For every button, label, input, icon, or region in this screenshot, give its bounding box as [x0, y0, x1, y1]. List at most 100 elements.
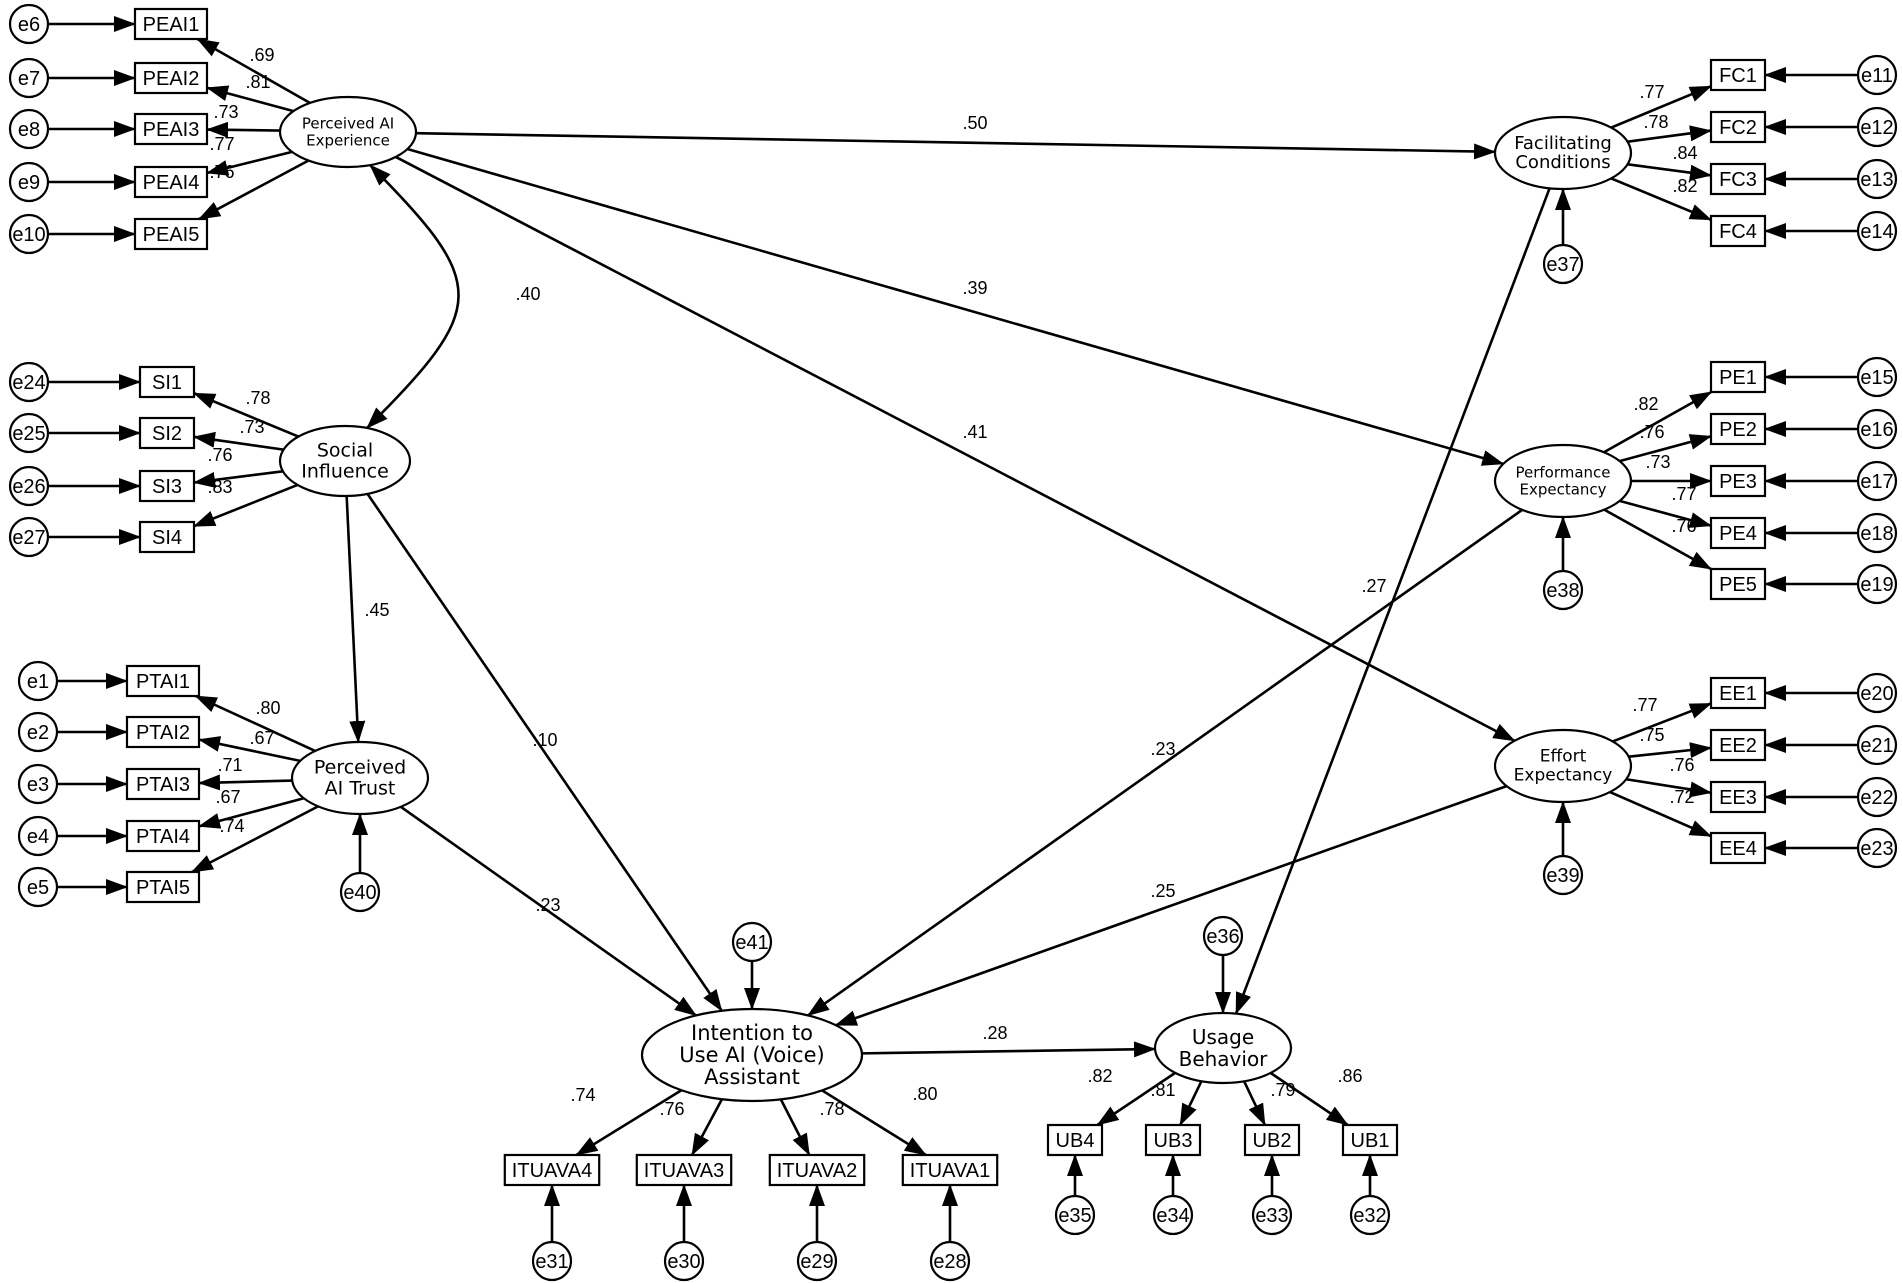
indicator-pe1-label: PE1: [1719, 367, 1757, 389]
error-e19-label: e19: [1860, 574, 1893, 596]
error-e27-circle: [8, 516, 50, 558]
error-e41-circle: [731, 921, 773, 963]
indicator-ituava4-box: [503, 1153, 601, 1187]
error-e6-circle: [8, 3, 50, 45]
latent-peai-line-2: Experience: [306, 132, 390, 150]
loading-si3: .76: [207, 445, 232, 465]
loading-ee3: .76: [1669, 755, 1694, 775]
path-ptai-to-itu-weight: .23: [535, 895, 560, 915]
error-e38-circle: [1542, 569, 1584, 611]
error-e6-label: e6: [18, 14, 40, 36]
error-e32-circle: [1349, 1194, 1391, 1236]
path-pe-to-itu-weight: .23: [1150, 739, 1175, 759]
loading-arrow-peai1: [196, 37, 311, 105]
error-e2-circle: [17, 711, 59, 753]
error-e20-circle: [1856, 672, 1898, 714]
indicator-ee1-box: [1709, 676, 1767, 710]
indicator-peai5-label: PEAI5: [143, 224, 200, 246]
path-si-to-ptai-weight: .45: [364, 600, 389, 620]
latent-itu-ellipse: [640, 1007, 864, 1103]
error-e14-circle: [1856, 210, 1898, 252]
indicator-fc2-label: FC2: [1719, 117, 1757, 139]
loading-arrow-ituava3: [690, 1098, 724, 1156]
latent-ptai-line-1: Perceived: [314, 757, 406, 779]
indicator-ituava4-label: ITUAVA4: [512, 1160, 592, 1182]
loading-peai5: .76: [209, 162, 234, 182]
error-e30-circle: [663, 1240, 705, 1282]
indicator-ub2-box: [1243, 1123, 1301, 1157]
loading-si1: .78: [245, 388, 270, 408]
loading-arrow-ituava1: [821, 1089, 927, 1157]
loading-arrow-ptai1: [194, 694, 316, 753]
error-e7-circle: [8, 57, 50, 99]
error-e29-circle: [796, 1240, 838, 1282]
path-si-to-itu-weight: .10: [532, 730, 557, 750]
edges-layer: [48, 16, 1858, 1242]
loading-fc4: .82: [1672, 176, 1697, 196]
latent-ptai-line-2: AI Trust: [325, 778, 396, 800]
latent-peai-line-1: Perceived AI: [302, 115, 394, 133]
loading-arrow-peai2: [206, 85, 294, 113]
error-e18-circle: [1856, 512, 1898, 554]
path-peai-to-si-weight: .40: [515, 284, 540, 304]
loading-arrow-ee1: [1612, 702, 1712, 743]
error-e37-label: e37: [1546, 254, 1579, 276]
indicator-ee3-label: EE3: [1719, 787, 1757, 809]
indicator-peai2-box: [133, 61, 209, 95]
error-e4-circle: [17, 815, 59, 857]
indicator-si2-box: [138, 416, 196, 450]
loading-peai2: .81: [245, 72, 270, 92]
path-ee-to-itu-weight: .25: [1150, 881, 1175, 901]
error-e11-circle: [1856, 54, 1898, 96]
loading-fc2: .78: [1643, 112, 1668, 132]
error-e18-label: e18: [1860, 523, 1893, 545]
error-e8-label: e8: [18, 119, 40, 141]
loading-arrow-ptai2: [198, 736, 301, 763]
error-e8-circle: [8, 108, 50, 150]
error-e33-circle: [1251, 1194, 1293, 1236]
error-e36-circle: [1202, 915, 1244, 957]
loading-arrow-ptai3: [198, 774, 293, 791]
path-peai-to-fc: [415, 131, 1497, 160]
path-itu-to-ub-weight: .28: [982, 1023, 1007, 1043]
error-e22-circle: [1856, 776, 1898, 818]
indicator-ptai4-box: [125, 819, 201, 853]
error-e23-label: e23: [1860, 838, 1893, 860]
loading-ituava4: .74: [570, 1085, 595, 1105]
error-e1-label: e1: [27, 671, 49, 693]
loading-arrow-peai5: [198, 159, 310, 221]
loading-arrow-ee3: [1626, 777, 1712, 798]
error-e16-circle: [1856, 408, 1898, 450]
indicator-peai1-box: [133, 7, 209, 41]
latent-si-line-1: Social: [317, 440, 373, 462]
indicator-peai4-label: PEAI4: [143, 172, 200, 194]
latent-si-ellipse: [278, 424, 412, 498]
error-e5-label: e5: [27, 877, 49, 899]
error-e17-label: e17: [1860, 471, 1893, 493]
loading-ptai5: .74: [219, 816, 244, 836]
error-e28-label: e28: [933, 1251, 966, 1273]
error-e5-circle: [17, 866, 59, 908]
loading-arrow-fc4: [1610, 177, 1712, 222]
loading-ptai1: .80: [255, 698, 280, 718]
error-e21-label: e21: [1860, 735, 1893, 757]
error-e31-circle: [531, 1240, 573, 1282]
error-e24-label: e24: [12, 372, 45, 394]
path-fc-to-ub-weight: .27: [1361, 576, 1386, 596]
loading-ptai3: .71: [217, 755, 242, 775]
latent-pe-ellipse: [1493, 443, 1633, 519]
error-e23-circle: [1856, 827, 1898, 869]
loading-arrow-ituava2: [779, 1098, 811, 1156]
indicator-ee3-box: [1709, 780, 1767, 814]
latent-fc-ellipse: [1493, 115, 1633, 191]
loading-arrow-si2: [193, 431, 284, 451]
indicator-peai4-box: [133, 165, 209, 199]
loading-arrow-si4: [193, 483, 298, 528]
indicator-ptai1-box: [125, 664, 201, 698]
loading-ptai2: .67: [249, 728, 274, 748]
indicator-fc1-label: FC1: [1719, 65, 1757, 87]
loading-arrow-ub3: [1179, 1080, 1203, 1126]
path-peai-to-fc-weight: .50: [962, 113, 987, 133]
error-e30-label: e30: [667, 1251, 700, 1273]
loading-arrow-si1: [193, 392, 299, 438]
